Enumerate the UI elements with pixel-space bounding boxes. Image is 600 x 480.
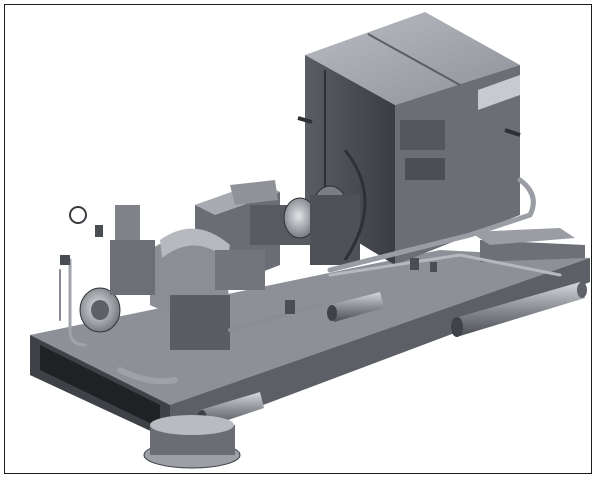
oil-cooler-right [451,282,587,337]
exhaust-flange [143,415,241,469]
turbine-casing [69,205,265,350]
piping [59,177,562,385]
small-cylinder-mid [327,292,384,322]
valves [60,225,437,314]
base-skid [30,228,590,440]
